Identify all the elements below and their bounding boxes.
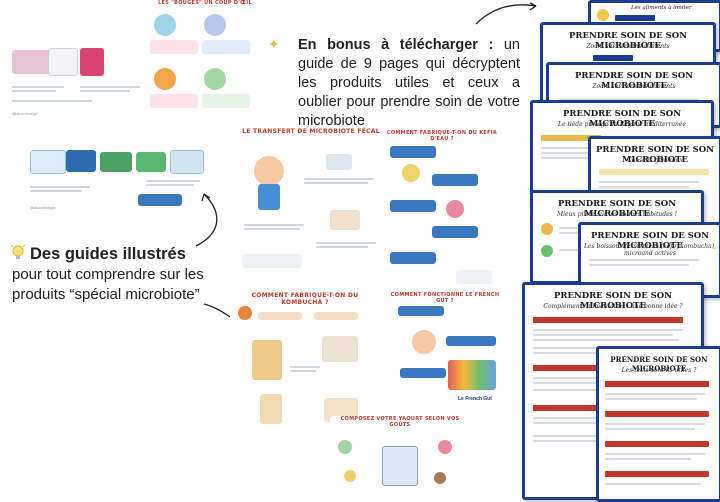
child-illustration xyxy=(254,156,284,186)
pdf-page-9: PRENDRE SOIN DE SON MICROBIOTE Les tests… xyxy=(596,346,720,502)
guides-strong: Des guides illustrés xyxy=(30,245,186,263)
yaourt-infographic: COMPOSEZ VOTRE YAOURT SELON VOS GOÛTS xyxy=(330,416,470,500)
probiotic-products-card: @latouchedegel xyxy=(10,46,148,122)
yogurt-products-card: @latouchedegel xyxy=(30,150,230,216)
bacteria-circle-3 xyxy=(154,68,176,90)
page-top-strip: Les aliments à limiter xyxy=(631,5,692,11)
arrow-to-pages xyxy=(475,2,537,25)
yogurt-pack-5 xyxy=(170,150,204,174)
kefir-title: COMMENT FABRIQUE-T-ON DU KÉFIR D'EAU ? xyxy=(386,130,498,142)
bugs-infographic: LES "BOUGES" UN COUP D'ŒIL xyxy=(146,0,264,118)
ferment-box xyxy=(138,194,182,206)
kefir-infographic: COMMENT FABRIQUE-T-ON DU KÉFIR D'EAU ? xyxy=(386,130,498,294)
guides-rest: pour tout comprendre sur les produits “s… xyxy=(12,266,204,303)
woman-illustration xyxy=(412,330,436,354)
product-box-2 xyxy=(48,48,78,76)
handle-label: @latouchedegel xyxy=(12,112,38,116)
product-box-3 xyxy=(80,48,104,76)
french-gut-label: Le French Gut xyxy=(458,396,492,402)
food-collage xyxy=(448,360,496,390)
product-box-1 xyxy=(12,50,50,74)
guides-headline: Des guides illustrés pour tout comprendr… xyxy=(12,244,220,305)
yogurt-pack-4 xyxy=(136,152,166,172)
kombucha-title: COMMENT FABRIQUE-T-ON DU KOMBUCHA ? xyxy=(251,292,359,306)
bonus-headline: En bonus à télécharger : un guide de 9 p… xyxy=(298,36,520,131)
yogurt-pack-2 xyxy=(66,150,96,172)
frenchgut-title: COMMENT FONCTIONNE LE FRENCH GUT ? xyxy=(390,292,500,304)
bonus-strong: En bonus à télécharger : xyxy=(298,37,494,53)
bacteria-circle-1 xyxy=(154,14,176,36)
fecal-transplant-infographic: LE TRANSFERT DE MICROBIOTE FÉCAL xyxy=(240,126,382,290)
kombucha-infographic: COMMENT FABRIQUE-T-ON DU KOMBUCHA ? xyxy=(230,290,380,440)
kombucha-jar xyxy=(252,340,282,380)
curved-arrow-guides xyxy=(195,193,218,247)
bacteria-circle-2 xyxy=(204,14,226,36)
sparkle-icon: ✦ xyxy=(268,36,280,52)
yogurt-pack-3 xyxy=(100,152,132,172)
frenchgut-infographic: COMMENT FONCTIONNE LE FRENCH GUT ? Le Fr… xyxy=(386,292,504,414)
fecal-title: LE TRANSFERT DE MICROBIOTE FÉCAL xyxy=(242,128,380,135)
yaourt-title: COMPOSEZ VOTRE YAOURT SELON VOS GOÛTS xyxy=(340,416,460,428)
lightbulb-icon xyxy=(10,243,26,263)
yaourt-bowl xyxy=(382,446,418,486)
yogurt-pack-1 xyxy=(30,150,66,174)
bacteria-circle-4 xyxy=(204,68,226,90)
bugs-title: LES "BOUGES" UN COUP D'ŒIL xyxy=(158,0,252,6)
bonus-rest: un guide de 9 pages qui décryptent les p… xyxy=(298,37,520,129)
